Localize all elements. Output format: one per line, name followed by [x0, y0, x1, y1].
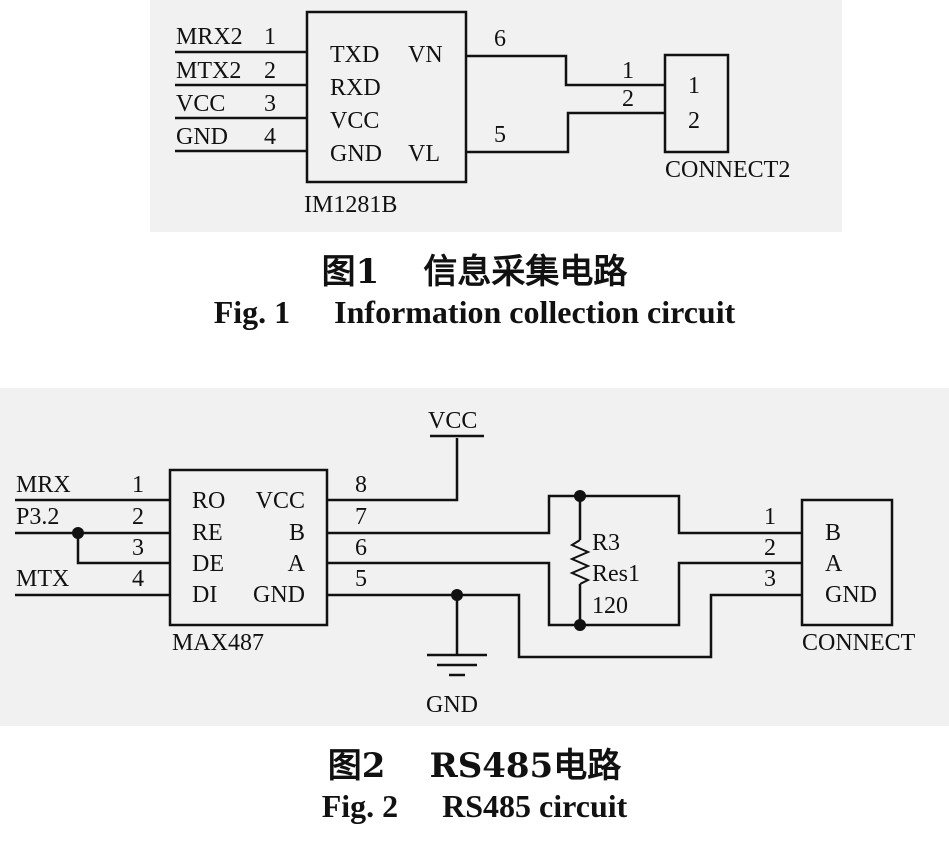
caption-number: Fig. 2: [321, 788, 399, 824]
net-label: VCC: [176, 91, 225, 117]
pin-number: 5: [494, 122, 506, 148]
chip-pin-label: GND: [253, 582, 305, 608]
connector-pin: B: [825, 520, 841, 546]
chip-pin-label: RXD: [330, 75, 381, 101]
r3-zigzag: [569, 539, 591, 585]
gnd-label: GND: [426, 692, 478, 718]
caption-text: RS485 circuit: [442, 788, 628, 824]
vcc-label: VCC: [428, 408, 477, 434]
chip-pin-label: RO: [192, 488, 225, 514]
wire-b-net: [327, 494, 802, 535]
net-label: GND: [176, 124, 228, 150]
net-label: MTX2: [176, 58, 241, 84]
resistor-ref: R3: [592, 530, 620, 556]
connect2-box: [663, 53, 730, 154]
chip-name: MAX487: [172, 630, 264, 656]
chip-pin-label: VCC: [330, 108, 379, 134]
junction-r3-bottom: [574, 619, 586, 631]
pin-number: 6: [494, 26, 506, 52]
fig2-caption-cn: 图2 RS485电路: [0, 738, 949, 787]
chip-pin-label: RE: [192, 520, 223, 546]
caption-number: 图2: [327, 746, 386, 786]
resistor-value: 120: [592, 593, 628, 619]
wire-number: 2: [622, 86, 634, 112]
wire-vl: [466, 111, 665, 154]
pin-number: 2: [132, 504, 144, 530]
junction-p32: [72, 527, 84, 539]
figure2-background: [0, 388, 949, 726]
pin-number: 7: [355, 504, 367, 530]
caption-text: Information collection circuit: [334, 294, 736, 330]
wire-number: 3: [764, 566, 776, 592]
chip-pin-label: B: [289, 520, 305, 546]
connector-name: CONNECT: [802, 630, 916, 656]
pin-number: 4: [264, 124, 276, 150]
pin-number: 5: [355, 566, 367, 592]
connector-name: CONNECT2: [665, 157, 790, 183]
connector-pin: 1: [688, 73, 700, 99]
pin-number: 4: [132, 566, 144, 592]
pin-number: 2: [264, 58, 276, 84]
chip-pin-label: DE: [192, 551, 224, 577]
junction-r3-top: [574, 490, 586, 502]
chip-pin-label: DI: [192, 582, 217, 608]
pin-number: 1: [264, 24, 276, 50]
chip-pin-label: GND: [330, 141, 382, 167]
chip-pin-label: TXD: [330, 42, 379, 68]
wire-number: 1: [764, 504, 776, 530]
wire-number: 2: [764, 535, 776, 561]
wire-vcc-net: [327, 438, 459, 502]
wire-re-de-link: [76, 533, 170, 565]
fig2-caption-en: Fig. 2 RS485 circuit: [0, 788, 949, 825]
caption-number: Fig. 1: [213, 294, 291, 330]
figure1-background: [150, 0, 842, 232]
caption-text: RS485电路: [429, 746, 622, 786]
wire-a-net: [327, 561, 802, 627]
net-label: MRX2: [176, 24, 243, 50]
pin-number: 6: [355, 535, 367, 561]
chip-name: IM1281B: [304, 192, 397, 218]
chip-pin-label: VN: [408, 42, 443, 68]
caption-text: 信息采集电路: [423, 252, 628, 292]
connector-pin: GND: [825, 582, 877, 608]
pin-number: 3: [132, 535, 144, 561]
net-label: MRX: [16, 472, 71, 498]
pin-number: 1: [132, 472, 144, 498]
chip-pin-label: VL: [408, 141, 440, 167]
wire-gnd-net: [327, 593, 802, 659]
max487-chip: [168, 468, 329, 627]
chip-pin-label: VCC: [256, 488, 305, 514]
caption-number: 图1: [321, 252, 380, 292]
chip-pin-label: A: [288, 551, 306, 577]
pin-number: 8: [355, 472, 367, 498]
net-label: MTX: [16, 566, 69, 592]
fig1-caption-en: Fig. 1 Information collection circuit: [0, 294, 949, 331]
fig1-caption-cn: 图1 信息采集电路: [0, 244, 949, 293]
wire-number: 1: [622, 58, 634, 84]
connector-pin: A: [825, 551, 843, 577]
resistor-type: Res1: [592, 561, 640, 587]
im1281b-chip: [305, 10, 468, 184]
junction-gnd: [451, 589, 463, 601]
net-label: P3.2: [16, 504, 59, 530]
pin-number: 3: [264, 91, 276, 117]
connect-box: [800, 498, 894, 627]
wire-vn: [466, 54, 665, 87]
connector-pin: 2: [688, 108, 700, 134]
